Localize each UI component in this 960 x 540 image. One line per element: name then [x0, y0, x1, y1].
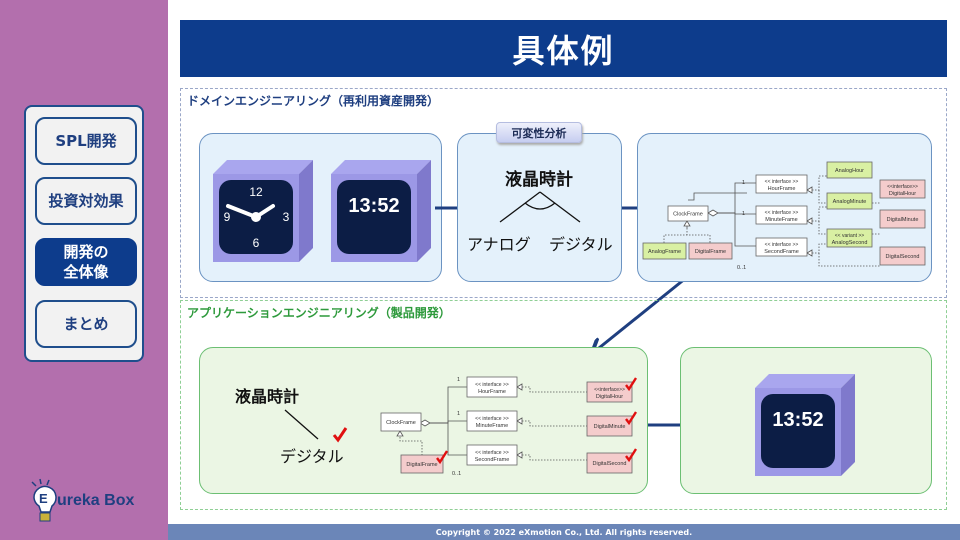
- class-name: MinuteFrame: [765, 217, 797, 223]
- check-icon: [625, 411, 638, 426]
- class-stereotype: <<interface>>: [887, 184, 918, 190]
- check-icon: [625, 377, 638, 392]
- svg-text:ureka Box: ureka Box: [57, 492, 134, 509]
- nav-item-spl[interactable]: SPL開発: [35, 117, 137, 165]
- feature-digital: デジタル: [549, 235, 613, 254]
- uml-class: << interface >>SecondFrame: [755, 237, 808, 257]
- uml-class: << interface >>MinuteFrame: [466, 410, 518, 432]
- class-stereotype: << interface >>: [475, 416, 509, 422]
- copyright-footer: Copyright © 2022 eXmotion Co., Ltd. All …: [168, 524, 960, 540]
- class-name: DigitalFrame: [406, 462, 437, 468]
- multiplicity: 0..1: [737, 265, 746, 271]
- uml-class: <<interface>>DigitalHour: [586, 377, 638, 403]
- application-engineering-section: アプリケーションエンジニアリング（製品開発）: [180, 300, 947, 510]
- nav-item-summary[interactable]: まとめ: [35, 300, 137, 348]
- class-name: DigitalMinute: [594, 424, 626, 430]
- uml-class: DigitalSecond: [879, 246, 926, 266]
- eureka-box-logo: E ureka Box: [31, 478, 134, 522]
- uml-class: << variant >>AnalogSecond: [826, 228, 873, 248]
- class-name: AnalogMinute: [833, 199, 867, 205]
- class-name: HourFrame: [768, 186, 796, 192]
- class-name: DigitalSecond: [886, 254, 920, 260]
- nav-item-overview[interactable]: 開発の 全体像: [35, 238, 137, 286]
- uml-class: AnalogMinute: [826, 192, 873, 210]
- class-name: SecondFrame: [475, 457, 510, 463]
- class-name: SecondFrame: [764, 249, 799, 255]
- feature-tree-lines: [499, 191, 581, 223]
- check-icon: [436, 450, 449, 465]
- product-feature-root: 液晶時計: [235, 387, 300, 406]
- uml-class: << interface >>HourFrame: [466, 376, 518, 398]
- product-digital-clock-cube: 13:52: [755, 374, 855, 476]
- domain-engineering-section: ドメインエンジニアリング（再利用資産開発）: [180, 88, 947, 298]
- section-nav: SPL開発 投資対効果 開発の 全体像 まとめ: [24, 105, 144, 362]
- class-stereotype: << variant >>: [835, 233, 865, 239]
- uml-class: <<interface>>DigitalHour: [879, 179, 926, 199]
- class-name: MinuteFrame: [476, 423, 508, 429]
- uml-class: << interface >>MinuteFrame: [755, 205, 808, 225]
- multiplicity: 1: [457, 377, 460, 383]
- feature-root: 液晶時計: [505, 170, 573, 190]
- class-name: AnalogHour: [835, 168, 864, 174]
- uml-class: AnalogFrame: [642, 242, 687, 260]
- variability-analysis-panel: [457, 133, 622, 282]
- analog-clock-cube: 12 3 6 9: [213, 160, 313, 262]
- class-stereotype: << interface >>: [475, 382, 509, 388]
- svg-text:E: E: [39, 491, 48, 506]
- digital-clock-time: 13:52: [348, 195, 399, 217]
- class-name: DigitalSecond: [593, 461, 627, 467]
- uml-class: AnalogHour: [826, 161, 873, 179]
- uml-class: << interface >>SecondFrame: [466, 444, 518, 466]
- clock-numeral-12: 12: [249, 185, 263, 199]
- uml-class: DigitalFrame: [400, 450, 449, 474]
- class-stereotype: << interface >>: [765, 242, 799, 248]
- class-name: DigitalHour: [596, 394, 623, 400]
- clock-numeral-9: 9: [224, 210, 231, 224]
- class-name: ClockFrame: [386, 420, 416, 426]
- uml-class: DigitalFrame: [688, 242, 733, 260]
- feature-analog: アナログ: [467, 235, 531, 254]
- product-feature-line: [284, 409, 348, 443]
- multiplicity: 0..1: [452, 471, 461, 477]
- product-clock-time: 13:52: [772, 409, 823, 431]
- nav-item-roi[interactable]: 投資対効果: [35, 177, 137, 225]
- multiplicity: 1: [742, 211, 745, 217]
- class-stereotype: << interface >>: [475, 450, 509, 456]
- class-stereotype: << interface >>: [765, 179, 799, 185]
- class-name: AnalogFrame: [648, 249, 681, 255]
- domain-section-label: ドメインエンジニアリング（再利用資産開発）: [187, 94, 440, 108]
- uml-class: ClockFrame: [667, 205, 709, 222]
- slide-title: 具体例: [180, 20, 947, 77]
- uml-class: ClockFrame: [380, 412, 422, 432]
- check-icon: [332, 427, 348, 443]
- variability-analysis-tag: 可変性分析: [496, 122, 582, 143]
- multiplicity: 1: [457, 411, 460, 417]
- class-name: AnalogSecond: [832, 240, 868, 246]
- application-section-label: アプリケーションエンジニアリング（製品開発）: [187, 306, 451, 320]
- class-name: DigitalHour: [889, 191, 916, 197]
- uml-class: DigitalMinute: [879, 209, 926, 229]
- check-icon: [625, 448, 638, 463]
- multiplicity: 1: [742, 180, 745, 186]
- class-name: DigitalFrame: [695, 249, 726, 255]
- uml-class: DigitalSecond: [586, 448, 638, 474]
- digital-clock-cube: 13:52: [331, 160, 431, 262]
- class-name: HourFrame: [478, 389, 506, 395]
- uml-class: << interface >>HourFrame: [755, 174, 808, 194]
- uml-class: DigitalMinute: [586, 411, 638, 437]
- class-stereotype: <<interface>>: [594, 387, 625, 393]
- product-feature-digital: デジタル: [280, 447, 344, 466]
- class-name: ClockFrame: [673, 212, 703, 218]
- class-name: DigitalMinute: [887, 217, 919, 223]
- clock-numeral-6: 6: [253, 236, 260, 250]
- clock-numeral-3: 3: [283, 210, 290, 224]
- class-stereotype: << interface >>: [765, 210, 799, 216]
